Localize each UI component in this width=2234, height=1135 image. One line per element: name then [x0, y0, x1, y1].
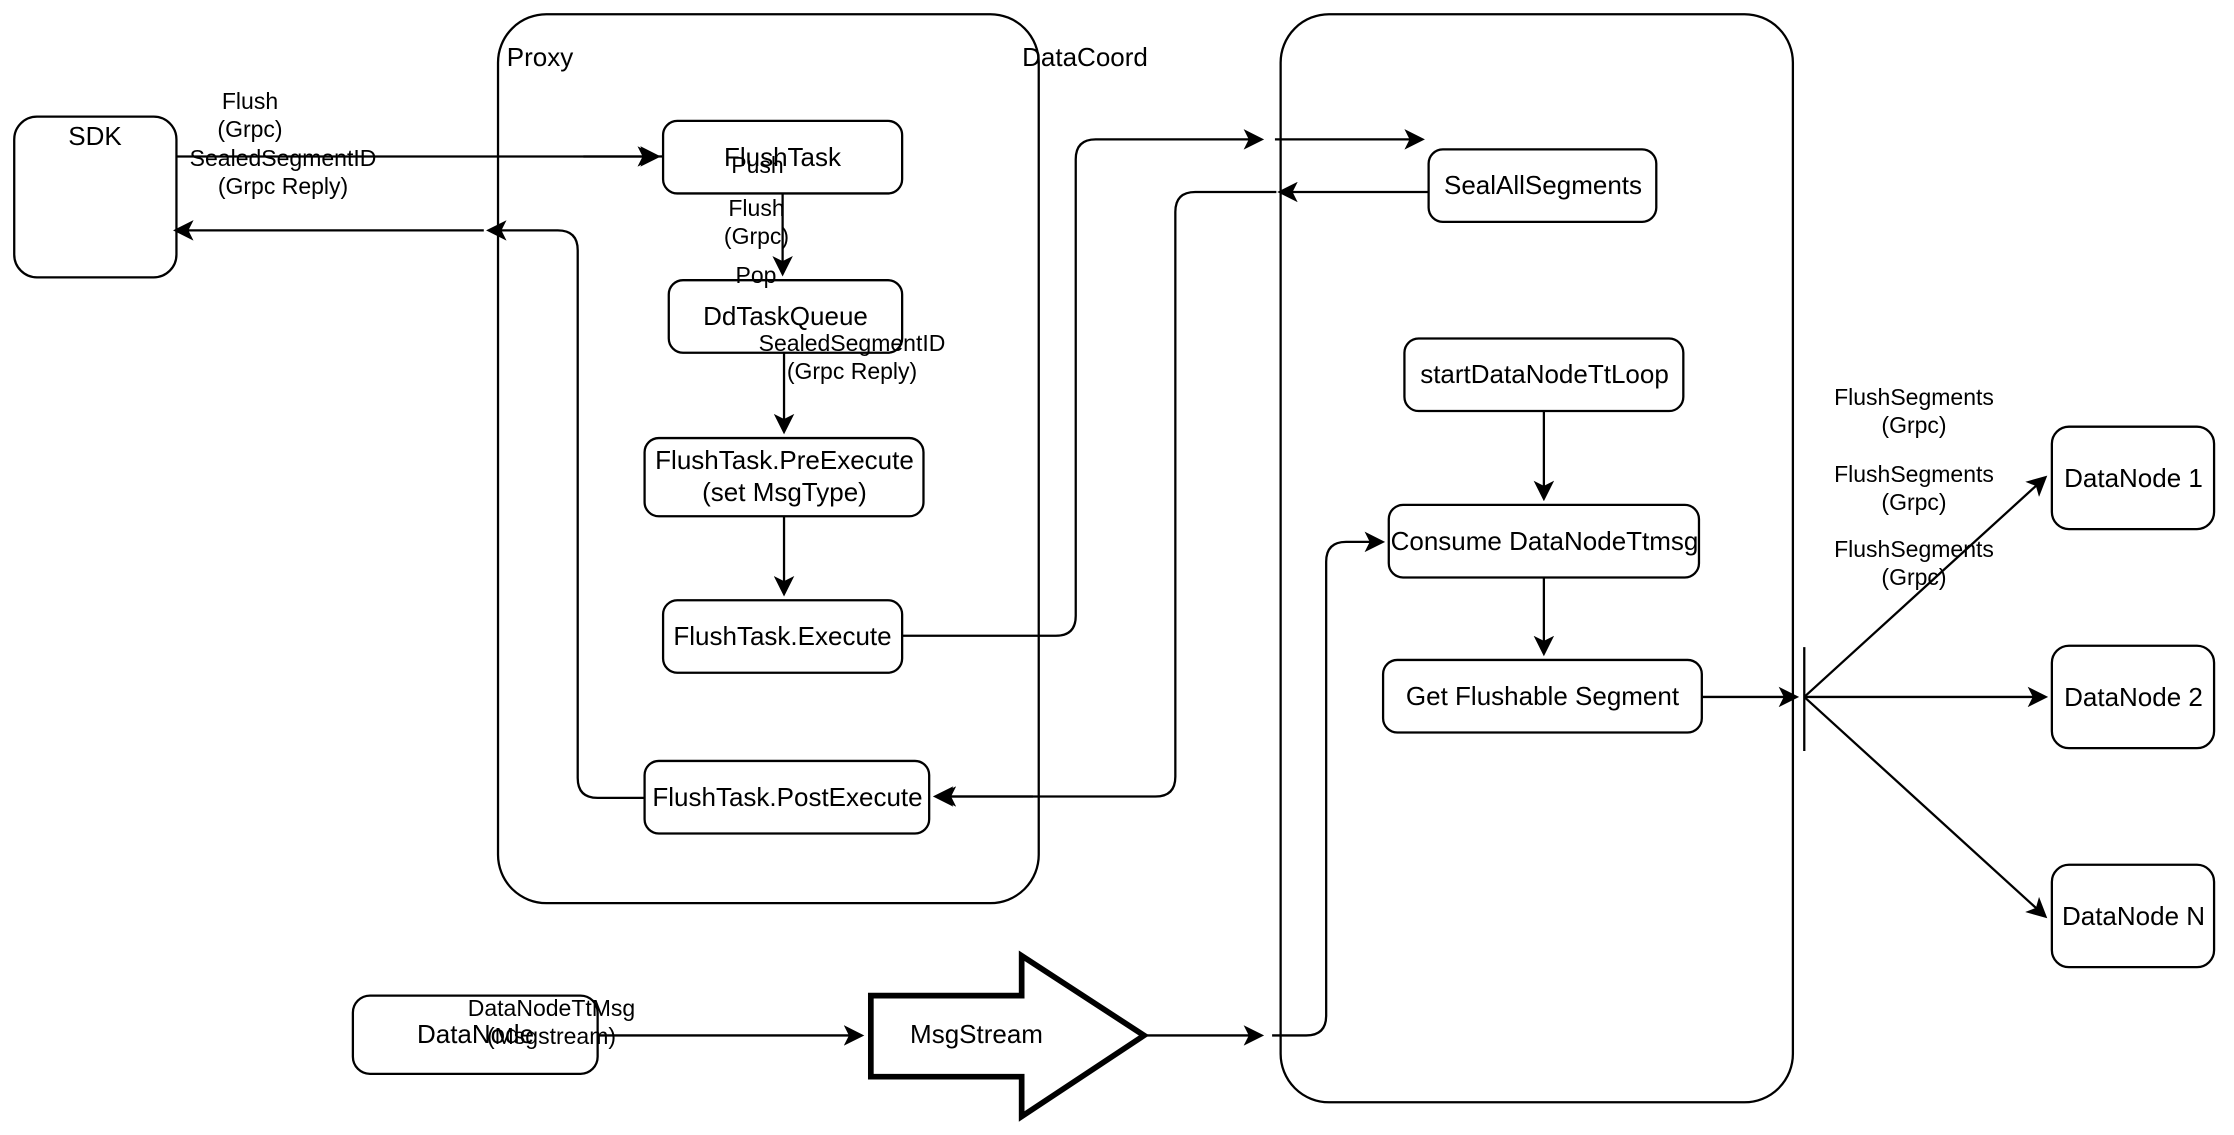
edge-junction-to-datanode1	[1803, 475, 2048, 698]
node-datanode-1[interactable]	[2050, 425, 2216, 531]
shape-msgstream[interactable]	[867, 950, 1150, 1122]
node-datanode-n[interactable]	[2050, 863, 2216, 969]
node-datanode-2[interactable]	[2050, 644, 2216, 750]
node-datanode-bottom[interactable]	[351, 994, 599, 1075]
edge-execute-to-flush-rail	[902, 129, 1265, 637]
container-proxy	[496, 13, 1040, 905]
node-startdatanodettloop[interactable]	[1403, 337, 1685, 413]
node-ddtaskqueue[interactable]	[667, 279, 904, 354]
node-sealallsegments[interactable]	[1427, 148, 1658, 224]
edge-postexecute-to-sdk-rail	[486, 220, 645, 800]
node-flushtask-execute[interactable]	[661, 599, 904, 674]
container-datacoord	[1279, 13, 1795, 1104]
edge-junction-to-datanoden	[1803, 696, 2048, 919]
node-flushtask-preexecute[interactable]	[643, 436, 925, 518]
node-get-flushable-segment[interactable]	[1381, 658, 1703, 734]
node-sdk[interactable]	[13, 115, 178, 279]
edge-datacoord-rail-to-consume	[1272, 531, 1386, 1037]
edge-sealedsegmentid-rail-to-postexecute	[935, 190, 1277, 807]
node-flushtask-postexecute[interactable]	[643, 759, 931, 835]
node-consume-datanodettmsg[interactable]	[1387, 503, 1701, 579]
node-flushtask[interactable]	[661, 119, 904, 195]
